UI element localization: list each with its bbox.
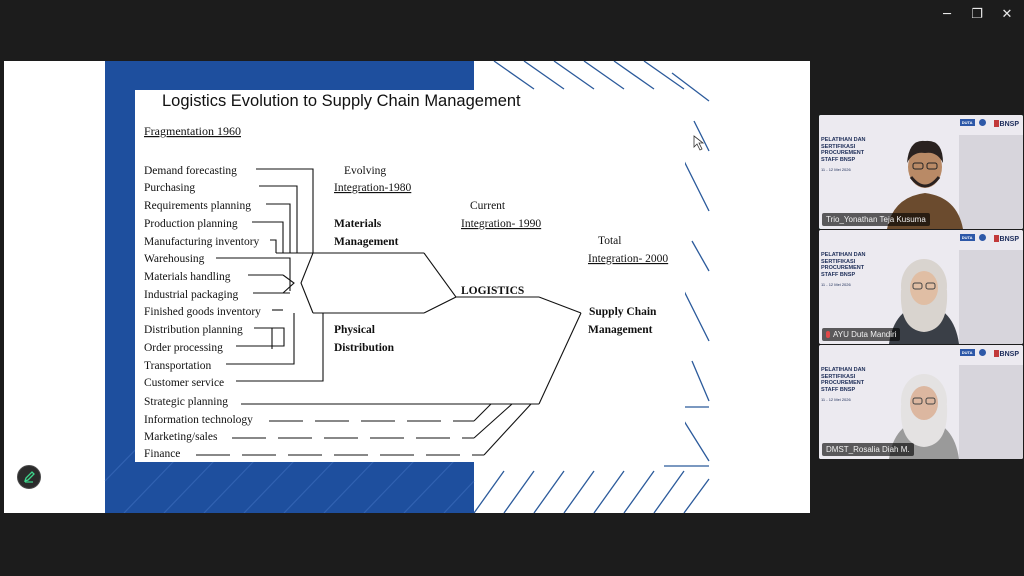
activity-label: Materials handling <box>144 271 231 283</box>
activity-label: Warehousing <box>144 253 205 265</box>
materials-management-label: Materials <box>334 218 382 230</box>
participant-video <box>819 230 1023 344</box>
integration-1990-label: Integration- 1990 <box>461 218 541 230</box>
participant-name: Trio_Yonathan Teja Kusuma <box>822 213 930 226</box>
pen-icon <box>23 471 35 483</box>
integration-1980-label: Integration-1980 <box>334 182 412 194</box>
activity-label: Transportation <box>144 360 212 372</box>
slide-canvas: Logistics Evolution to Supply Chain Mana… <box>104 61 710 513</box>
activity-label: Manufacturing inventory <box>144 236 260 248</box>
bnsp-logo-icon <box>993 120 999 127</box>
sponsor-logos: DUTA BNSP <box>959 234 1019 243</box>
physical-distribution-label: Distribution <box>334 342 395 354</box>
physical-distribution-label: Physical <box>334 324 375 336</box>
participant-video <box>819 115 1023 229</box>
sponsor-logos: DUTA BNSP <box>959 349 1019 358</box>
activity-label: Demand forecasting <box>144 165 237 177</box>
activity-label: Finished goods inventory <box>144 306 261 318</box>
integration-2000-label: Integration- 2000 <box>588 253 668 265</box>
activity-label: Order processing <box>144 342 223 354</box>
maximize-button[interactable]: ❐ <box>971 7 983 22</box>
bnsp-logo: BNSP <box>999 236 1019 243</box>
participant-video <box>819 345 1023 459</box>
mouse-cursor-icon <box>693 135 705 151</box>
logistics-label: LOGISTICS <box>461 285 524 297</box>
duta-logo: DUTA <box>959 119 975 126</box>
total-label: Total <box>598 235 621 247</box>
bank-logo-icon <box>978 234 986 241</box>
diagram-card <box>135 90 685 462</box>
activity-label: Industrial packaging <box>144 289 238 301</box>
slide-decor-lines <box>473 61 710 513</box>
materials-management-label: Management <box>334 236 399 248</box>
participant-name: DMST_Rosalia Diah M. <box>822 443 914 456</box>
participant-name: AYU Duta Mandiri <box>822 328 901 341</box>
annotate-pen-button[interactable] <box>17 465 41 489</box>
bnsp-logo-icon <box>993 350 999 357</box>
bnsp-logo: BNSP <box>999 351 1019 358</box>
window-titlebar: ─ ❐ ✕ <box>0 0 1024 30</box>
fragmentation-label: Fragmentation 1960 <box>144 124 241 138</box>
sponsor-logos: DUTA BNSP <box>959 119 1019 128</box>
activity-label: Customer service <box>144 377 224 389</box>
current-label: Current <box>470 200 506 212</box>
activity-label: Requirements planning <box>144 200 251 212</box>
activity-label: Production planning <box>144 218 238 230</box>
minimize-button[interactable]: ─ <box>943 7 951 22</box>
supply-chain-management-label: Management <box>588 324 653 336</box>
duta-logo: DUTA <box>959 349 975 356</box>
activity-label: Finance <box>144 448 180 460</box>
close-button[interactable]: ✕ <box>1001 7 1013 22</box>
slide-title: Logistics Evolution to Supply Chain Mana… <box>162 92 521 110</box>
activity-label: Purchasing <box>144 182 195 194</box>
evolving-label: Evolving <box>344 165 386 177</box>
banner-date: 11 - 12 Mei 2026 <box>821 282 851 287</box>
mic-muted-icon <box>826 331 830 338</box>
bnsp-logo-icon <box>993 235 999 242</box>
slide-blue-pattern <box>104 440 475 513</box>
duta-logo: DUTA <box>959 234 975 241</box>
bnsp-logo: BNSP <box>999 121 1019 128</box>
activity-label: Strategic planning <box>144 396 228 408</box>
supply-chain-management-label: Supply Chain <box>589 306 657 318</box>
activity-label: Distribution planning <box>144 324 243 336</box>
activity-label: Information technology <box>144 414 253 426</box>
activity-label: Marketing/sales <box>144 431 218 443</box>
diagram-connectors <box>196 168 582 456</box>
shared-screen: Logistics Evolution to Supply Chain Mana… <box>4 61 810 513</box>
banner-date: 11 - 12 Mei 2026 <box>821 167 851 172</box>
bank-logo-icon <box>978 119 986 126</box>
banner-date: 11 - 12 Mei 2026 <box>821 397 851 402</box>
bank-logo-icon <box>978 349 986 356</box>
